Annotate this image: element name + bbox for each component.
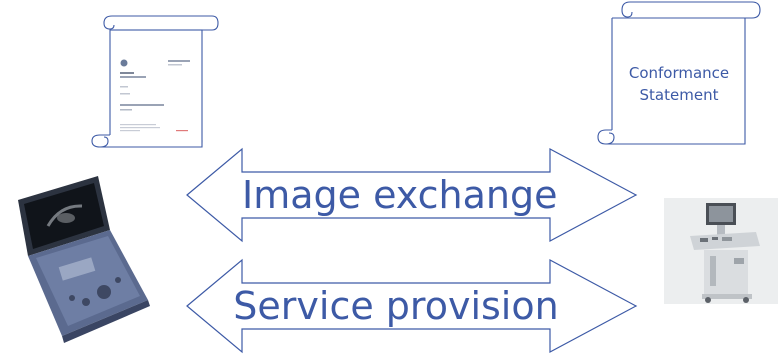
conformance-statement-scroll	[597, 1, 761, 145]
service-provision-label: Service provision	[233, 284, 559, 328]
image-exchange-arrow	[186, 147, 638, 243]
cart-ultrasound-system	[664, 198, 778, 304]
image-exchange-label: Image exchange	[242, 173, 558, 217]
laptop-ultrasound-device	[18, 176, 150, 343]
service-provision-arrow	[186, 258, 638, 354]
left-document-scroll	[91, 15, 219, 148]
conformance-statement-label: Conformance Statement	[628, 64, 730, 104]
